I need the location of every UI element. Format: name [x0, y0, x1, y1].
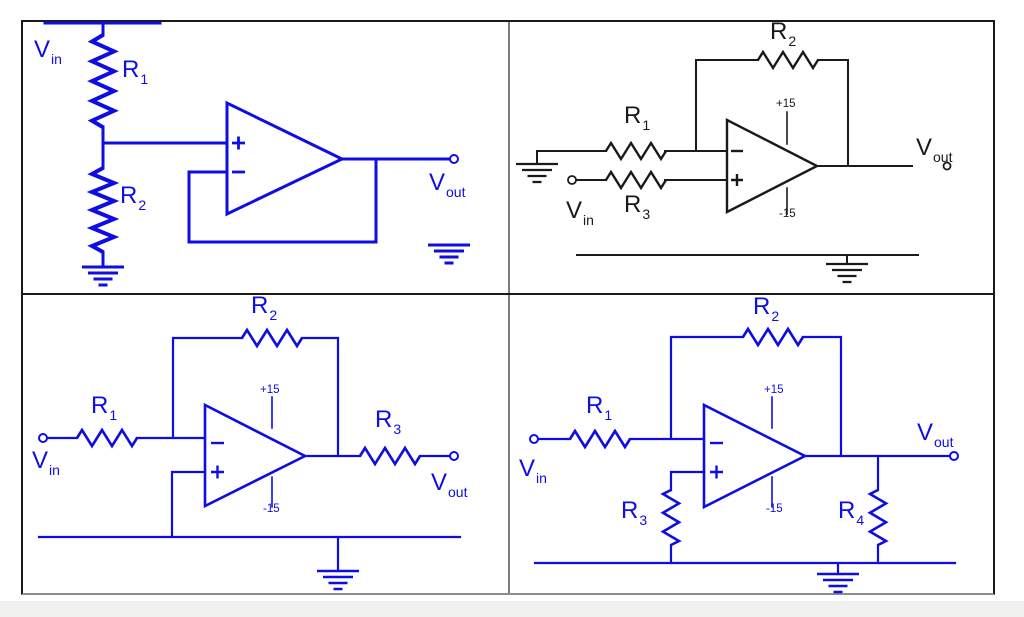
plus-input-sign — [211, 465, 224, 479]
label-r2: R2 — [120, 182, 147, 213]
circuit-bottom-left — [37, 328, 462, 591]
plus-input-sign — [232, 136, 245, 150]
output-terminal — [949, 451, 959, 461]
label-vout: Vout — [917, 419, 954, 450]
ground-icon — [80, 265, 126, 287]
circuit-bottom-right — [529, 327, 959, 594]
label-supply-pos: +15 — [776, 98, 796, 110]
resistor-r1 — [90, 33, 116, 130]
ground-icon — [815, 572, 861, 594]
label-vout: Vout — [916, 134, 953, 165]
label-r1: R1 — [91, 392, 118, 423]
wires — [533, 335, 957, 576]
resistor-r2 — [90, 166, 116, 254]
output-terminal — [942, 161, 952, 171]
label-r3: R3 — [621, 497, 648, 528]
resistor-r1 — [604, 141, 668, 161]
label-r2: R2 — [770, 18, 797, 49]
label-r4: R4 — [838, 497, 865, 528]
wires — [43, 21, 452, 268]
label-r1: R1 — [624, 102, 651, 133]
resistor-r2 — [240, 328, 304, 348]
resistor-r2 — [756, 50, 820, 70]
output-terminal — [449, 451, 459, 461]
vertical-divider — [508, 22, 510, 593]
label-supply-neg: -15 — [779, 208, 796, 220]
label-r2: R2 — [753, 293, 780, 324]
circuit-top-left — [43, 21, 472, 287]
ground-icon — [315, 569, 361, 591]
resistor-r4 — [868, 488, 888, 547]
ground-icon — [426, 243, 472, 265]
label-vin: Vin — [566, 197, 594, 228]
label-supply-pos: +15 — [764, 384, 784, 396]
resistor-r3 — [604, 170, 668, 190]
opamp-triangle — [203, 402, 308, 509]
footer-strip — [0, 601, 1024, 617]
label-r3: R3 — [375, 406, 402, 437]
resistor-r2 — [741, 327, 805, 347]
label-r2: R2 — [251, 292, 278, 323]
input-terminal — [567, 175, 577, 185]
opamp-triangle — [725, 118, 820, 214]
resistor-r3 — [661, 488, 681, 547]
ground-icon — [514, 162, 560, 184]
horizontal-divider — [23, 293, 993, 295]
output-terminal — [449, 154, 459, 164]
label-supply-pos: +15 — [260, 384, 280, 396]
input-terminal — [38, 433, 48, 443]
label-vin: Vin — [519, 455, 547, 486]
input-terminal — [529, 434, 539, 444]
label-supply-neg: -15 — [263, 503, 280, 515]
label-vin: Vin — [32, 447, 60, 478]
wires — [37, 336, 462, 573]
plus-input-sign — [731, 174, 743, 186]
label-vout: Vout — [431, 469, 468, 500]
label-r1: R1 — [586, 392, 613, 423]
resistor-r1 — [568, 429, 632, 449]
plus-input-sign — [710, 465, 723, 479]
resistor-r1 — [75, 428, 139, 448]
label-r3: R3 — [624, 191, 651, 222]
resistor-r3 — [358, 446, 422, 466]
opamp-triangle — [225, 100, 346, 217]
ground-icon — [824, 262, 870, 284]
opamp-triangle — [702, 402, 808, 510]
panel-grid-border — [21, 20, 995, 595]
label-vin: Vin — [34, 36, 62, 67]
label-r1: R1 — [122, 56, 149, 87]
label-vout: Vout — [429, 169, 466, 200]
circuit-top-right — [514, 50, 952, 284]
wires — [536, 59, 919, 264]
label-supply-neg: -15 — [766, 503, 783, 515]
